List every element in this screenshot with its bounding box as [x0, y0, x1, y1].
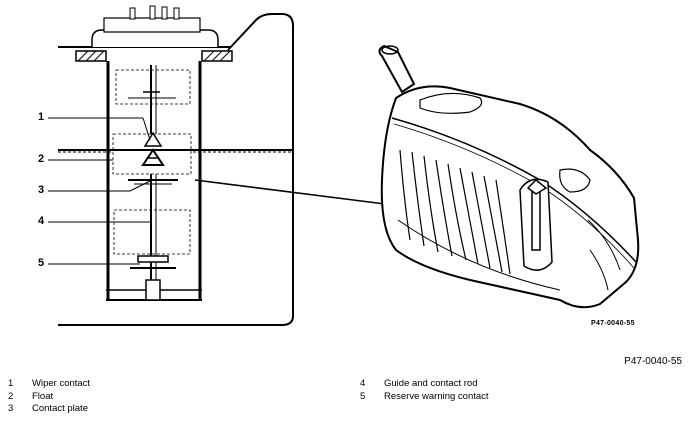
legend-item: 3 Contact plate — [8, 403, 90, 416]
legend-number: 4 — [360, 378, 366, 389]
legend-item: 5 Reserve warning contact — [360, 391, 489, 404]
contact-plate — [128, 179, 178, 185]
reserve-warning-contact — [130, 255, 176, 301]
legend-left: 1 Wiper contact 2 Float 3 Contact plate — [8, 378, 90, 416]
legend-item: 2 Float — [8, 391, 90, 404]
callout-5: 5 — [38, 257, 45, 269]
callout-2: 2 — [38, 153, 45, 165]
tank-cutaway — [58, 13, 294, 326]
legend-item: 1 Wiper contact — [8, 378, 90, 391]
legend-text: Reserve warning contact — [384, 390, 489, 402]
figure-code-small: P47-0040-55 — [591, 320, 635, 327]
callout-1: 1 — [38, 111, 45, 123]
legend-text: Float — [32, 390, 54, 402]
legend-right: 4 Guide and contact rod 5 Reserve warnin… — [360, 378, 489, 403]
callout-3: 3 — [38, 184, 45, 196]
legend-item: 4 Guide and contact rod — [360, 378, 489, 391]
fuel-gauge-sender-diagram — [48, 5, 640, 326]
legend-text: Guide and contact rod — [384, 378, 478, 389]
callout-4: 4 — [38, 215, 45, 227]
fuel-tank-view — [378, 44, 640, 309]
callout-leaders — [48, 117, 151, 265]
mounting-flange — [58, 5, 233, 62]
figure-code: P47-0040-55 — [624, 356, 682, 367]
legend-number: 5 — [360, 390, 366, 402]
legend-text: Wiper contact — [32, 378, 91, 389]
guide-contact-rod — [150, 65, 157, 298]
float — [58, 131, 292, 175]
legend-number: 3 — [8, 403, 14, 414]
legend-text: Contact plate — [32, 403, 88, 414]
legend-number: 2 — [8, 390, 14, 402]
legend-number: 1 — [8, 378, 14, 389]
